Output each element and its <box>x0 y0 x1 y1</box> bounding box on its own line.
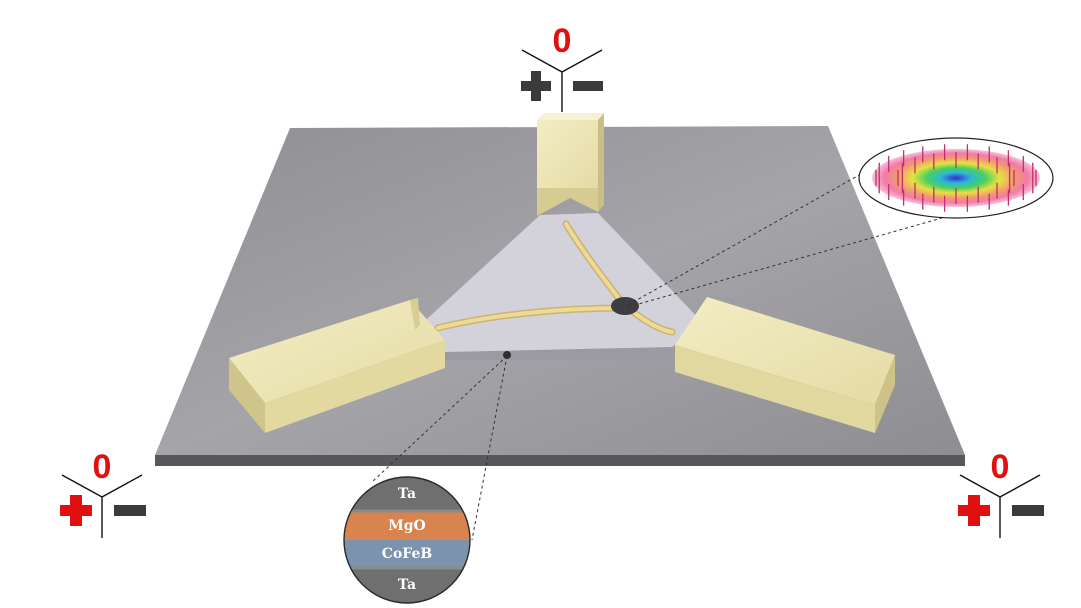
leader-lines <box>371 164 943 541</box>
stack-layer-mgo <box>344 510 470 540</box>
left-electrode <box>229 298 445 433</box>
terminal-top-zero: 0 <box>553 22 572 60</box>
minus-icon <box>573 81 603 91</box>
top-electrode <box>537 113 604 216</box>
terminal-top: 0 <box>521 22 603 112</box>
minus-icon <box>114 505 146 516</box>
minus-icon <box>1012 505 1044 516</box>
plus-icon <box>521 71 551 101</box>
plus-icon <box>958 495 990 526</box>
stack-label-ta-bottom: Ta <box>398 577 416 593</box>
terminal-left: 0 <box>60 448 146 538</box>
stack-label-ta-top: Ta <box>398 486 416 502</box>
stack-probe-dot <box>503 351 511 359</box>
stack-label-mgo: MgO <box>388 518 425 534</box>
terminal-right: 0 <box>958 448 1044 538</box>
terminal-right-zero: 0 <box>991 448 1010 486</box>
stack-label-cofeb: CoFeB <box>382 546 433 562</box>
skyrmion-dot <box>611 297 639 315</box>
skyrmion-inset <box>858 137 1054 219</box>
stack-layer-cofeb <box>344 540 470 568</box>
skyrmion-icon <box>872 149 1040 207</box>
right-electrode <box>675 297 895 433</box>
terminal-left-zero: 0 <box>93 448 112 486</box>
plus-icon <box>60 495 92 526</box>
layer-stack-inset: Ta MgO CoFeB Ta <box>343 476 471 604</box>
